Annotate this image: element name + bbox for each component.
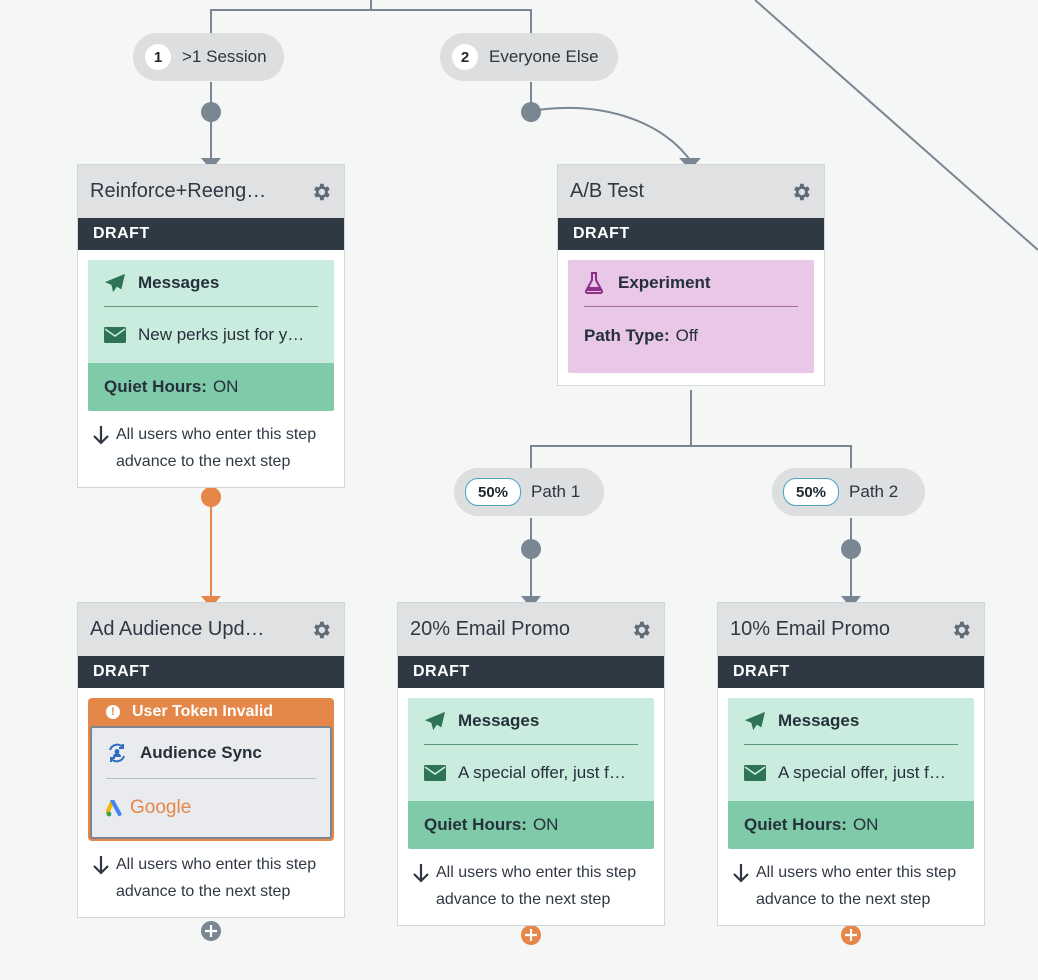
quiet-hours-label: Quiet Hours: xyxy=(744,815,847,834)
arrow-down-icon xyxy=(412,859,430,913)
path-percent: 50% xyxy=(783,478,840,506)
step-card-abtest: A/B Test DRAFT Experiment Path Type: Off xyxy=(557,164,825,386)
gear-icon[interactable] xyxy=(630,619,652,641)
path-pill-1[interactable]: 50% Path 1 xyxy=(454,468,604,516)
status-badge: DRAFT xyxy=(718,656,984,688)
quiet-hours: Quiet Hours: ON xyxy=(88,363,334,411)
provider-label: Google xyxy=(130,797,192,818)
status-badge: DRAFT xyxy=(78,218,344,250)
connector-dot xyxy=(201,102,221,122)
paper-plane-icon xyxy=(424,711,446,731)
path-pill-2[interactable]: 50% Path 2 xyxy=(772,468,925,516)
quiet-hours-label: Quiet Hours: xyxy=(424,815,527,834)
message-subject: A special offer, just f… xyxy=(778,763,946,782)
experiment-label: Experiment xyxy=(618,273,711,292)
card-header[interactable]: A/B Test xyxy=(558,165,824,218)
status-badge: DRAFT xyxy=(78,656,344,688)
arrow-down-icon xyxy=(732,859,750,913)
card-header[interactable]: 20% Email Promo xyxy=(398,603,664,656)
connector-dot xyxy=(521,102,541,122)
step-card-ad-audience: Ad Audience Upd… DRAFT ! User Token Inva… xyxy=(77,602,345,918)
sync-icon xyxy=(106,742,128,764)
envelope-icon xyxy=(744,765,766,781)
advance-text: All users who enter this step advance to… xyxy=(436,864,637,908)
google-ads-icon xyxy=(106,799,124,817)
branch-pill-1[interactable]: 1 >1 Session xyxy=(133,33,284,81)
card-title: A/B Test xyxy=(570,180,645,202)
quiet-hours-label: Quiet Hours: xyxy=(104,377,207,396)
gear-icon[interactable] xyxy=(950,619,972,641)
card-title: Ad Audience Upd… xyxy=(90,618,265,640)
alert-icon: ! xyxy=(106,705,120,719)
path-label: Path 2 xyxy=(849,482,899,501)
split-connector-top xyxy=(210,9,532,33)
messages-label: Messages xyxy=(778,711,860,730)
paper-plane-icon xyxy=(744,711,766,731)
arrow-down-icon xyxy=(92,851,110,905)
branch-index: 1 xyxy=(145,44,171,70)
path-label: Path 1 xyxy=(531,482,581,501)
messages-component[interactable]: Messages New perks just for y… Quiet Hou… xyxy=(88,260,334,411)
warning-text: User Token Invalid xyxy=(132,703,274,720)
connector-dot-active xyxy=(201,487,221,507)
status-badge: DRAFT xyxy=(558,218,824,250)
quiet-hours: Quiet Hours: ON xyxy=(408,801,654,849)
gear-icon[interactable] xyxy=(790,181,812,203)
diagonal-connector xyxy=(754,0,1038,251)
branch-label: Everyone Else xyxy=(489,47,599,66)
advance-text: All users who enter this step advance to… xyxy=(116,856,317,900)
path-type-label: Path Type: xyxy=(584,326,670,345)
card-header[interactable]: 10% Email Promo xyxy=(718,603,984,656)
advance-note: All users who enter this step advance to… xyxy=(88,421,334,475)
advance-text: All users who enter this step advance to… xyxy=(116,426,317,470)
advance-text: All users who enter this step advance to… xyxy=(756,864,957,908)
messages-label: Messages xyxy=(138,273,220,292)
flask-icon xyxy=(584,272,606,294)
quiet-hours-value: ON xyxy=(212,377,239,396)
card-title: 20% Email Promo xyxy=(410,618,571,640)
audience-sync-label: Audience Sync xyxy=(140,743,262,762)
status-badge: DRAFT xyxy=(398,656,664,688)
branch-index: 2 xyxy=(452,44,478,70)
gear-icon[interactable] xyxy=(310,181,332,203)
card-header[interactable]: Ad Audience Upd… xyxy=(78,603,344,656)
envelope-icon xyxy=(424,765,446,781)
advance-note: All users who enter this step advance to… xyxy=(88,851,334,905)
step-card-reinforce: Reinforce+Reeng… DRAFT Messages New perk… xyxy=(77,164,345,488)
gear-icon[interactable] xyxy=(310,619,332,641)
step-card-promo10: 10% Email Promo DRAFT Messages A special… xyxy=(717,602,985,926)
path-percent: 50% xyxy=(465,478,522,506)
arrow-down-icon xyxy=(92,421,110,475)
card-title: 10% Email Promo xyxy=(730,618,891,640)
connector-branch2 xyxy=(530,82,691,161)
card-header[interactable]: Reinforce+Reeng… xyxy=(78,165,344,218)
message-subject: A special offer, just f… xyxy=(458,763,626,782)
envelope-icon xyxy=(104,327,126,343)
advance-note: All users who enter this step advance to… xyxy=(408,859,654,913)
connector-dot xyxy=(521,539,541,559)
split-connector-ab xyxy=(530,390,852,468)
path-type-value: Off xyxy=(675,326,699,345)
add-step-icon[interactable] xyxy=(521,925,541,945)
messages-label: Messages xyxy=(458,711,540,730)
quiet-hours-value: ON xyxy=(852,815,879,834)
branch-label: >1 Session xyxy=(182,47,267,66)
paper-plane-icon xyxy=(104,273,126,293)
audience-sync-component[interactable]: ! User Token Invalid Audience Sync Googl… xyxy=(88,698,334,841)
card-title: Reinforce+Reeng… xyxy=(90,180,267,202)
add-step-icon[interactable] xyxy=(201,921,221,941)
connector-dot xyxy=(841,539,861,559)
step-card-promo20: 20% Email Promo DRAFT Messages A special… xyxy=(397,602,665,926)
quiet-hours-value: ON xyxy=(532,815,559,834)
quiet-hours: Quiet Hours: ON xyxy=(728,801,974,849)
messages-component[interactable]: Messages A special offer, just f… Quiet … xyxy=(728,698,974,849)
add-step-icon[interactable] xyxy=(841,925,861,945)
experiment-component[interactable]: Experiment Path Type: Off xyxy=(568,260,814,373)
branch-pill-2[interactable]: 2 Everyone Else xyxy=(440,33,618,81)
message-subject: New perks just for y… xyxy=(138,325,305,344)
messages-component[interactable]: Messages A special offer, just f… Quiet … xyxy=(408,698,654,849)
warning-banner: ! User Token Invalid xyxy=(90,698,332,726)
advance-note: All users who enter this step advance to… xyxy=(728,859,974,913)
